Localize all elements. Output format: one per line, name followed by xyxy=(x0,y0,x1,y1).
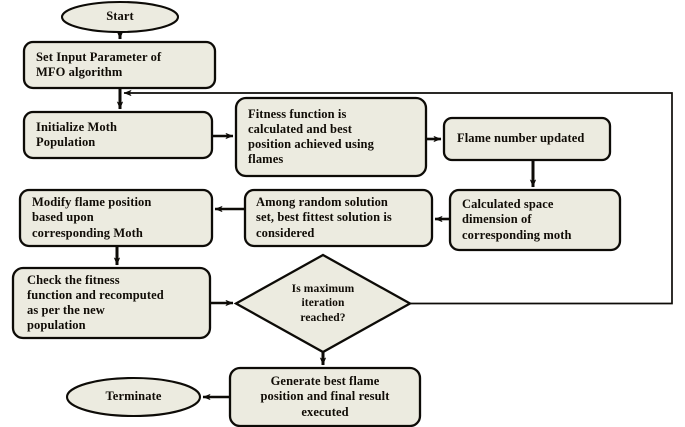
node-fitness-function-calculated[interactable] xyxy=(234,96,428,178)
node-terminate[interactable] xyxy=(65,376,202,418)
node-set-input-parameter[interactable] xyxy=(22,40,217,90)
node-generate-best-flame-position[interactable] xyxy=(228,366,422,427)
node-modify-flame-position[interactable] xyxy=(18,188,214,248)
node-flame-number-updated[interactable] xyxy=(442,116,612,162)
node-start[interactable] xyxy=(60,0,180,34)
connector-decision-loop-back-to-initialize xyxy=(123,89,673,305)
node-check-the-fitness-function[interactable] xyxy=(11,266,212,340)
node-is-maximum-iteration-reached[interactable] xyxy=(233,253,413,354)
node-calculated-space-dimension[interactable] xyxy=(448,188,622,252)
node-initialize-moth-population[interactable] xyxy=(22,110,214,160)
node-among-random-solution-set[interactable] xyxy=(243,188,434,248)
